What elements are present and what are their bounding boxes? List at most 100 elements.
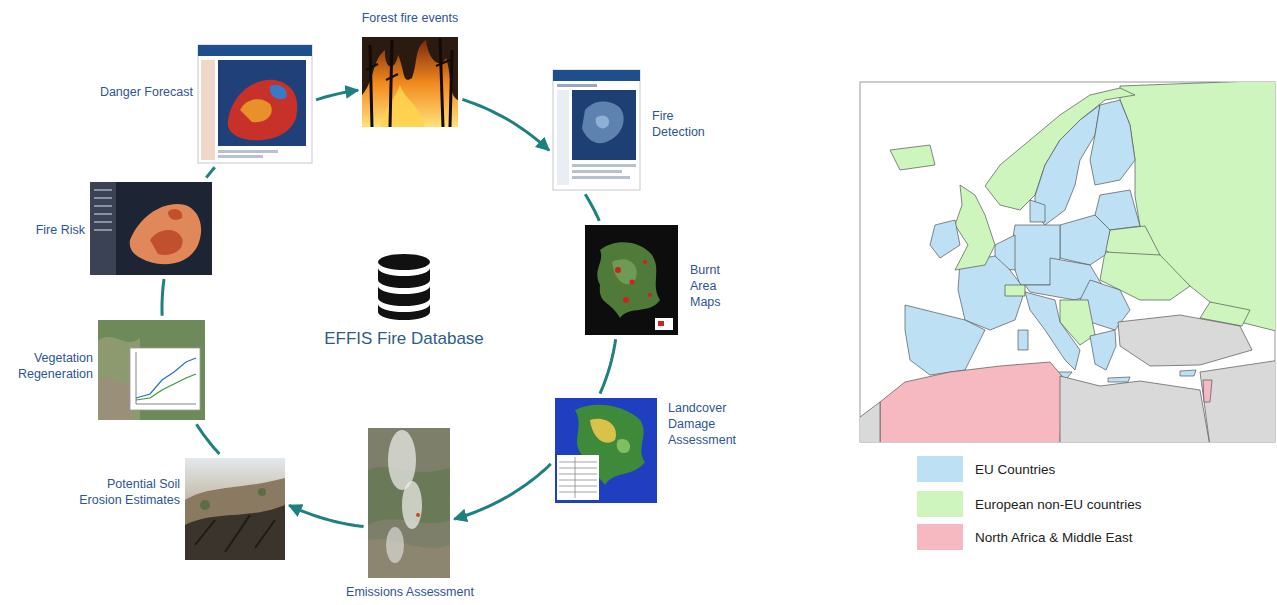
fire-detection-screenshot (553, 70, 640, 190)
emissions-satellite-image-part (388, 430, 416, 490)
soil-erosion-photo-part (185, 458, 285, 560)
stage-frame: Fire Detection (553, 70, 640, 190)
landcover-map-part (559, 457, 597, 498)
emissions-satellite-image-part (386, 527, 404, 563)
soil-erosion-photo-part (258, 488, 266, 496)
stage-label: Fire Risk (5, 222, 85, 238)
europe-map-part-part (880, 362, 1062, 442)
burnt-area-map-part (658, 321, 664, 326)
europe-map-part-part (1090, 330, 1116, 370)
legend-swatch (917, 456, 963, 482)
database-icon-part (378, 268, 430, 288)
legend-text: EU Countries (975, 456, 1218, 478)
fire-risk-map-part (168, 209, 182, 220)
legend-text: North Africa & Middle East (975, 524, 1218, 546)
legend-text: European non-EU countries (975, 491, 1218, 513)
database-icon-part (378, 254, 430, 270)
europe-map-part-part (955, 185, 995, 270)
vegetation-regeneration-image-part (136, 352, 196, 404)
vegetation-regeneration-image (98, 320, 205, 420)
fire-detection-screenshot-part (553, 70, 640, 81)
burnt-area-map-part (585, 225, 678, 335)
europe-map-part-part (1005, 285, 1025, 296)
burnt-area-map-part (623, 297, 629, 303)
stage-label: Forest fire events (340, 10, 480, 26)
danger-forecast-screenshot-part (201, 60, 215, 160)
europe-map-part (860, 82, 1275, 442)
soil-erosion-photo-part (185, 505, 285, 560)
cycle-arrow (462, 99, 549, 150)
burnt-area-map-part (648, 293, 652, 297)
europe-map-part-part (1180, 370, 1196, 376)
europe-map-part-part (1200, 360, 1275, 442)
europe-map-part-part (930, 220, 960, 258)
burnt-area-map-part (630, 280, 635, 285)
europe-map-part-part (1118, 315, 1252, 366)
legend-swatch (917, 524, 963, 550)
forest-fire-photo-part (366, 60, 450, 80)
soil-erosion-photo-part (195, 515, 275, 552)
cycle-arrow (162, 279, 164, 316)
forest-fire-photo-part (370, 38, 452, 127)
burnt-area-map-part (612, 259, 637, 284)
stage-label: Landcover Damage Assessment (668, 400, 752, 448)
danger-forecast-screenshot-part (198, 45, 312, 163)
fire-detection-screenshot-part (572, 164, 636, 167)
europe-map-part-part (1203, 380, 1212, 402)
legend-row: North Africa & Middle East (908, 524, 1218, 552)
danger-forecast-screenshot-part (218, 155, 263, 158)
stage-label: Fire Detection (652, 108, 722, 140)
cycle-arrow (197, 424, 220, 454)
soil-erosion-photo-part (185, 478, 285, 560)
fire-risk-map-part (90, 182, 116, 275)
danger-forecast-screenshot (198, 45, 312, 163)
fire-detection-screenshot-part (572, 176, 630, 179)
burnt-area-map-part (655, 318, 673, 330)
soil-erosion-photo-part (200, 500, 210, 510)
soil-erosion-photo (185, 458, 285, 560)
vegetation-regeneration-image-part (100, 378, 132, 420)
danger-forecast-screenshot-part (198, 45, 312, 56)
cycle-arrow (454, 464, 551, 519)
fire-risk-map-part (94, 190, 112, 230)
fire-risk-map-part (130, 204, 201, 264)
stage-label: Potential Soil Erosion Estimates (72, 476, 180, 508)
europe-map-part-part (1018, 330, 1028, 350)
europe-map-part-part (1030, 200, 1045, 222)
vegetation-regeneration-image-part (130, 348, 200, 410)
fire-risk-map-part (90, 182, 212, 275)
europe-map-part-part (1025, 292, 1080, 370)
emissions-satellite-image-part (368, 428, 450, 578)
landcover-map-part (557, 455, 599, 500)
danger-forecast-screenshot-part (218, 60, 306, 146)
forest-fire-photo-part (362, 37, 458, 127)
landcover-map-part (617, 439, 630, 453)
stage-frame: Vegetation Regeneration (98, 320, 205, 420)
database-icon-part (378, 304, 430, 320)
europe-map-part-part (860, 402, 880, 442)
europe-map-part-part (1060, 215, 1110, 265)
emissions-satellite-image-part (416, 513, 420, 517)
forest-fire-photo-part (380, 85, 425, 127)
stage-frame: Potential Soil Erosion Estimates (185, 458, 285, 560)
fire-detection-screenshot-part (553, 70, 640, 190)
burnt-area-map-part (643, 260, 647, 264)
forest-fire-photo (362, 37, 458, 127)
legend-row: European non-EU countries (908, 491, 1218, 519)
stage-label: Danger Forecast (80, 84, 193, 100)
danger-forecast-screenshot-part (270, 85, 287, 99)
europe-map-part-part (905, 305, 985, 375)
fire-detection-screenshot-part (582, 102, 624, 144)
landcover-map-part (590, 419, 616, 443)
vegetation-regeneration-image-part (98, 320, 205, 420)
vegetation-regeneration-image-part (136, 374, 196, 400)
legend-swatch (917, 491, 963, 517)
stage-frame: Forest fire events (362, 37, 458, 127)
cycle-arrow (289, 505, 363, 526)
fire-detection-screenshot-part (557, 84, 597, 87)
europe-map (856, 80, 1277, 446)
stage-frame: Fire Risk (90, 182, 212, 275)
legend-row: EU Countries (908, 456, 1218, 484)
stage-label: Burnt Area Maps (690, 262, 732, 310)
